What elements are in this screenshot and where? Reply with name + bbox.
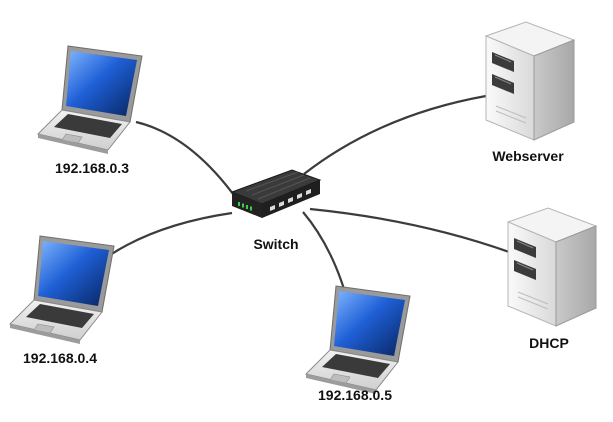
cable-switch-to-webserver <box>303 94 487 175</box>
cable-switch-to-dhcp <box>309 207 513 255</box>
network-switch-icon <box>230 169 322 218</box>
server-label: DHCP <box>529 335 569 351</box>
laptop-icon <box>9 235 115 345</box>
laptop-node-192-168-0-4[interactable]: 192.168.0.4 <box>9 235 115 366</box>
server-node-webserver[interactable]: Webserver <box>485 21 575 164</box>
switch-label: Switch <box>253 236 298 252</box>
server-tower-icon <box>485 21 575 141</box>
laptop-icon <box>37 45 143 155</box>
laptop-node-192-168-0-5[interactable]: 192.168.0.5 <box>305 285 411 403</box>
cable-switch-to-192-168-0-4 <box>99 211 233 263</box>
laptop-label: 192.168.0.4 <box>23 350 97 366</box>
server-label: Webserver <box>492 148 564 164</box>
connection-cables <box>99 94 513 311</box>
laptop-label: 192.168.0.5 <box>318 387 392 403</box>
server-tower-icon <box>507 207 597 327</box>
server-node-dhcp[interactable]: DHCP <box>507 207 597 351</box>
laptop-node-192-168-0-3[interactable]: 192.168.0.3 <box>37 45 143 176</box>
cable-switch-to-192-168-0-3 <box>135 120 237 199</box>
laptop-label: 192.168.0.3 <box>55 160 129 176</box>
switch-node[interactable]: Switch <box>230 169 322 252</box>
laptop-icon <box>305 285 411 395</box>
